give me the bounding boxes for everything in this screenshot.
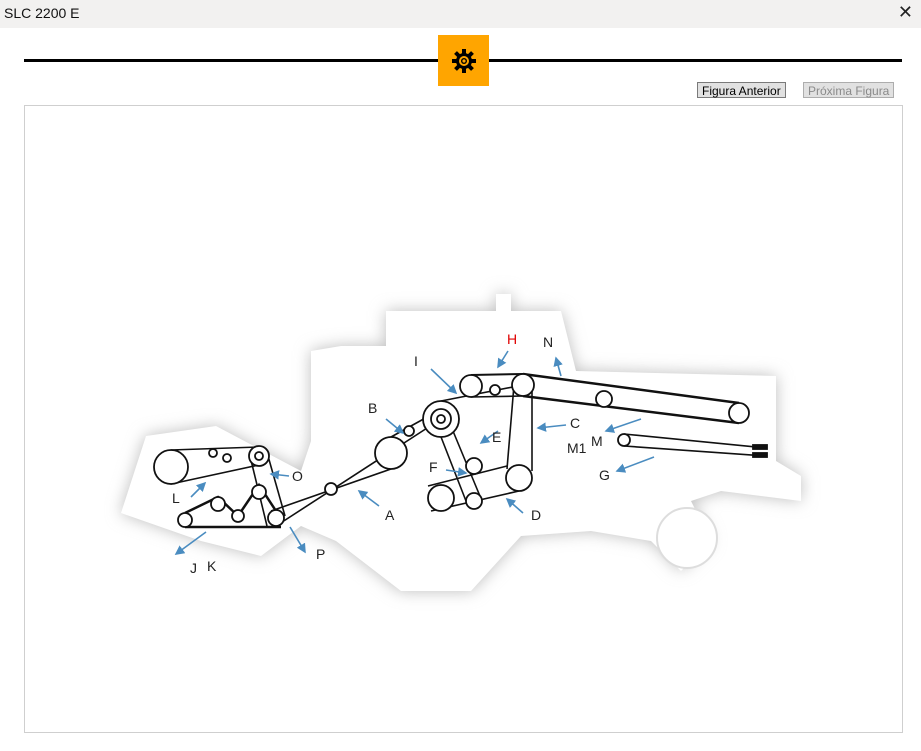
label-E[interactable]: E (492, 429, 502, 445)
label-N[interactable]: N (543, 334, 554, 350)
combine-silhouette (121, 294, 801, 591)
label-H[interactable]: H (507, 331, 518, 347)
combine-belt-diagram (121, 294, 801, 591)
title-bar: SLC 2200 E ✕ (0, 0, 921, 28)
label-J[interactable]: J (190, 560, 197, 576)
close-icon[interactable]: ✕ (897, 2, 913, 22)
label-K[interactable]: K (207, 558, 217, 574)
next-figure-button[interactable]: Próxima Figura (803, 82, 895, 98)
label-B[interactable]: B (368, 400, 378, 416)
label-L[interactable]: L (172, 490, 180, 506)
label-I[interactable]: I (414, 353, 418, 369)
label-M1[interactable]: M1 (567, 440, 587, 456)
previous-figure-button[interactable]: Figura Anterior (697, 82, 786, 98)
label-G[interactable]: G (599, 467, 610, 483)
gear-icon (451, 48, 476, 73)
gear-badge (438, 35, 489, 86)
label-M[interactable]: M (591, 433, 603, 449)
label-C[interactable]: C (570, 415, 581, 431)
pointer-arrows (174, 350, 655, 555)
label-O[interactable]: O (292, 468, 303, 484)
label-P[interactable]: P (316, 546, 326, 562)
label-D[interactable]: D (531, 507, 542, 523)
figure-frame: H N I B C E M M1 F O G L A D P J K (24, 105, 903, 733)
label-F[interactable]: F (429, 459, 438, 475)
label-A[interactable]: A (385, 507, 395, 523)
window-title: SLC 2200 E (4, 5, 80, 21)
pulleys (153, 373, 768, 528)
